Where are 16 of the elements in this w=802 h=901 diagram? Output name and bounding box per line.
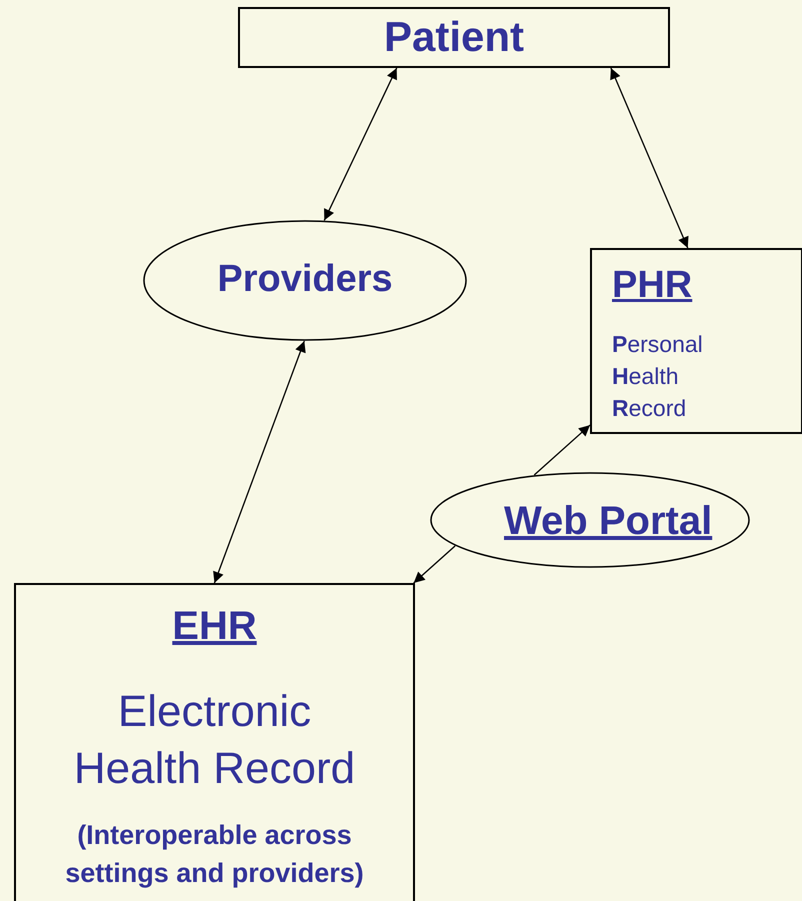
process-box <box>590 248 802 434</box>
node-title: Web Portal <box>504 498 714 544</box>
node-title: PHR <box>612 264 694 308</box>
node-title: Providers <box>216 258 394 302</box>
node-text: Personal Health Record <box>612 330 704 424</box>
process-box <box>238 7 670 68</box>
node-text: Electronic Health Record <box>72 686 356 796</box>
node-title: Patient <box>382 13 526 62</box>
double-arrow <box>324 68 398 221</box>
double-arrow <box>213 340 306 584</box>
arrow <box>413 545 456 584</box>
node-title: EHR <box>171 603 258 649</box>
double-arrow <box>610 68 688 248</box>
node-text: (Interoperable across settings and providers) <box>64 819 365 890</box>
process-box <box>14 583 415 901</box>
arrow <box>534 424 590 476</box>
